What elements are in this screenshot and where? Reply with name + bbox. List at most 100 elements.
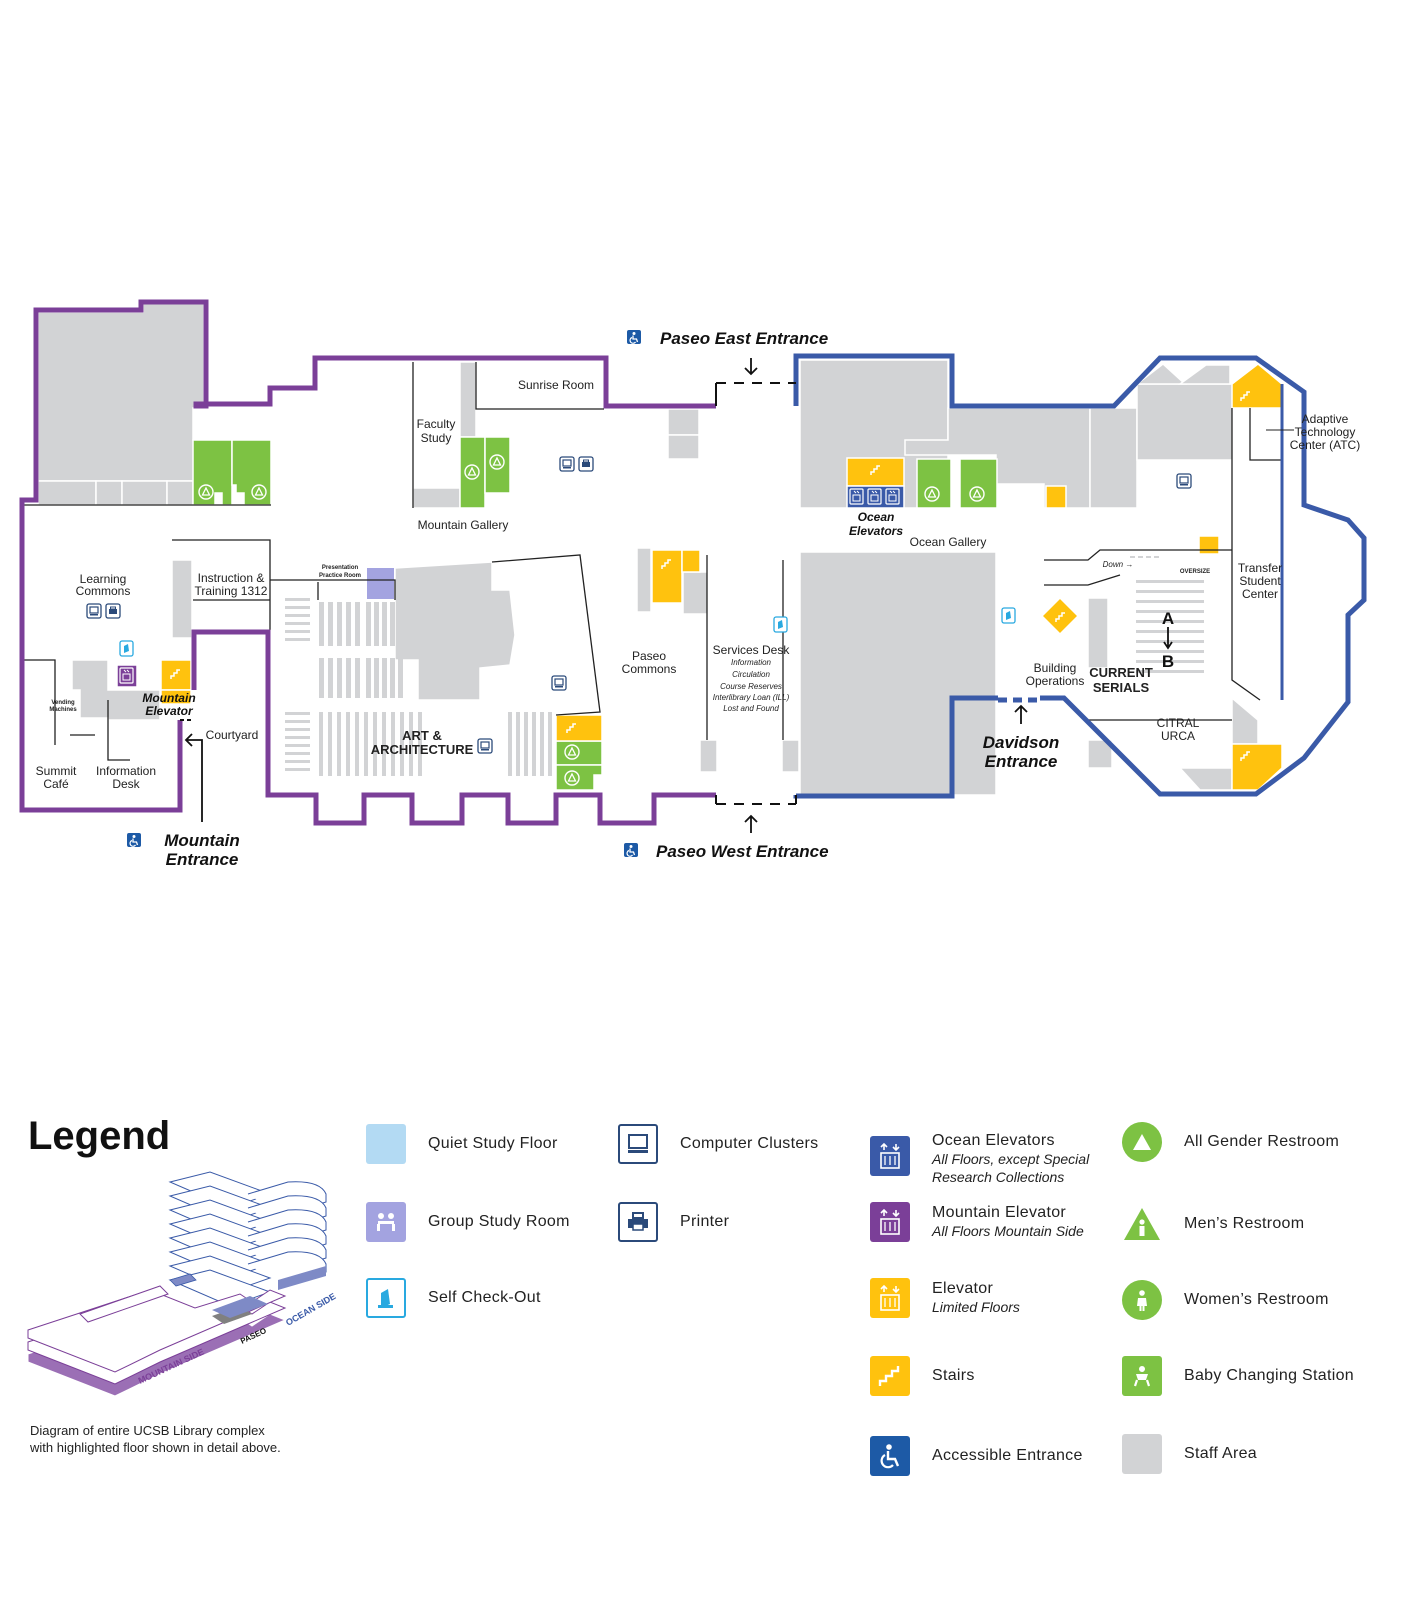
all-gender-restroom-icon xyxy=(1122,1122,1162,1162)
shelf xyxy=(382,602,387,646)
floor-plan: Paseo East Entrance Paseo West Entrance … xyxy=(19,299,1367,869)
legend-sublabel: All Floors Mountain Side xyxy=(932,1223,1084,1239)
vending-label-1: Vending xyxy=(51,700,75,706)
shelf xyxy=(409,712,413,776)
shelf xyxy=(346,658,351,698)
shelf xyxy=(1136,580,1204,583)
davidson-entrance-label-2: Entrance xyxy=(985,752,1058,771)
art-architecture-label-1: ART & xyxy=(402,728,442,743)
paseo-east-entrance-label: Paseo East Entrance xyxy=(660,329,828,348)
restrooms xyxy=(192,436,998,791)
printer-icon xyxy=(618,1202,658,1242)
shelf xyxy=(337,602,342,646)
shelf xyxy=(548,712,552,776)
atc-label-3: Center (ATC) xyxy=(1290,438,1360,452)
presentation-practice-room xyxy=(367,568,394,599)
paseo-commons-label-1: Paseo xyxy=(632,649,666,663)
shelf xyxy=(285,630,310,633)
computer-icon xyxy=(1176,473,1192,489)
group-study-icon xyxy=(366,1202,406,1242)
legend-sublabel: Limited Floors xyxy=(932,1299,1020,1315)
legend-computer: Computer Clusters xyxy=(618,1124,818,1164)
ocean-elevator-icon xyxy=(870,1136,910,1176)
davidson-entrance-label-1: Davidson xyxy=(983,733,1060,752)
shelf xyxy=(1136,600,1204,603)
legend-sublabel: Research Collections xyxy=(932,1169,1065,1185)
elevator-icon xyxy=(870,1278,910,1318)
computer-icon xyxy=(618,1124,658,1164)
printer-icon xyxy=(105,603,121,619)
legend-label: Ocean Elevators xyxy=(932,1132,1055,1149)
shelf xyxy=(390,658,395,698)
legend-label: Self Check-Out xyxy=(428,1289,541,1306)
shelf xyxy=(1154,556,1159,558)
shelf xyxy=(373,712,377,776)
legend-sublabel: All Floors, except Special xyxy=(932,1151,1090,1167)
shelf xyxy=(540,712,544,776)
shelf xyxy=(337,658,342,698)
services-item: Interlibrary Loan (ILL) xyxy=(713,693,790,702)
shelf xyxy=(285,760,310,763)
mountain-side-boundary xyxy=(19,299,716,813)
information-desk-label-2: Desk xyxy=(112,777,140,791)
shelf xyxy=(1136,590,1204,593)
courtyard-label: Courtyard xyxy=(206,728,259,742)
accessible-icon xyxy=(870,1436,910,1476)
shelf xyxy=(390,602,395,646)
shelf xyxy=(524,712,528,776)
legend-staff-area: Staff Area xyxy=(1122,1434,1257,1474)
citral-urca-label-1: CITRAL xyxy=(1157,716,1200,730)
legend-ocean-elevators: Ocean Elevators All Floors, except Speci… xyxy=(870,1126,1089,1186)
shelf xyxy=(516,712,520,776)
legend-label: Printer xyxy=(680,1213,730,1230)
shelf xyxy=(382,712,386,776)
mountain-elevator-label-1: Mountain xyxy=(142,691,195,705)
legend-quiet-study: Quiet Study Floor xyxy=(366,1124,558,1164)
accessible-icon xyxy=(626,329,642,345)
legend-label: Mountain Elevator xyxy=(932,1204,1067,1221)
self-checkout-icon xyxy=(1001,607,1016,624)
legend-label: Women’s Restroom xyxy=(1184,1291,1329,1308)
mountain-gallery-label: Mountain Gallery xyxy=(418,518,509,532)
atc-label-2: Technology xyxy=(1295,425,1356,439)
shelf xyxy=(366,602,371,646)
mountain-elevator-icon xyxy=(870,1202,910,1242)
shelf xyxy=(1130,556,1135,558)
down-label: Down → xyxy=(1103,560,1134,569)
ocean-gallery-label: Ocean Gallery xyxy=(910,535,987,549)
legend-all-gender: All Gender Restroom xyxy=(1122,1122,1339,1162)
instruction-label-2: Training 1312 xyxy=(195,584,268,598)
citral-urca-label-2: URCA xyxy=(1161,729,1195,743)
legend-stairs: Stairs xyxy=(870,1356,975,1396)
shelf xyxy=(355,658,360,698)
baby-changing-icon xyxy=(1122,1356,1162,1396)
interior-walls xyxy=(22,362,1282,761)
shelf xyxy=(374,602,379,646)
legend-group-study: Group Study Room xyxy=(366,1202,570,1242)
shelf xyxy=(1136,620,1204,623)
shelf xyxy=(285,598,310,601)
oversize-label: OVERSIZE xyxy=(1180,569,1210,575)
services-desk-label: Services Desk xyxy=(713,643,791,657)
shelf xyxy=(285,712,310,715)
shelf xyxy=(319,658,324,698)
shelf xyxy=(366,658,371,698)
faculty-study-label-1: Faculty xyxy=(417,417,456,431)
shelf xyxy=(1136,660,1204,663)
self-checkout-icon xyxy=(366,1278,406,1318)
library-complex-diagram: MOUNTAIN SIDE OCEAN SIDE PASEO xyxy=(27,1171,338,1397)
legend-label: Staff Area xyxy=(1184,1445,1257,1462)
staff-areas xyxy=(37,301,1259,796)
shelf xyxy=(285,720,310,723)
shelf xyxy=(364,712,368,776)
shelf xyxy=(1136,650,1204,653)
legend-self-checkout: Self Check-Out xyxy=(366,1278,541,1318)
legend-label: Men’s Restroom xyxy=(1184,1215,1305,1232)
shelf xyxy=(532,712,536,776)
ocean-side-boundary xyxy=(793,353,1367,797)
transfer-center-label-3: Center xyxy=(1242,587,1278,601)
ocean-elevators-label-1: Ocean xyxy=(858,510,895,524)
diagram-caption-line-1: Diagram of entire UCSB Library complex xyxy=(30,1423,265,1438)
shelf xyxy=(285,752,310,755)
mountain-entrance-label-2: Entrance xyxy=(166,850,239,869)
